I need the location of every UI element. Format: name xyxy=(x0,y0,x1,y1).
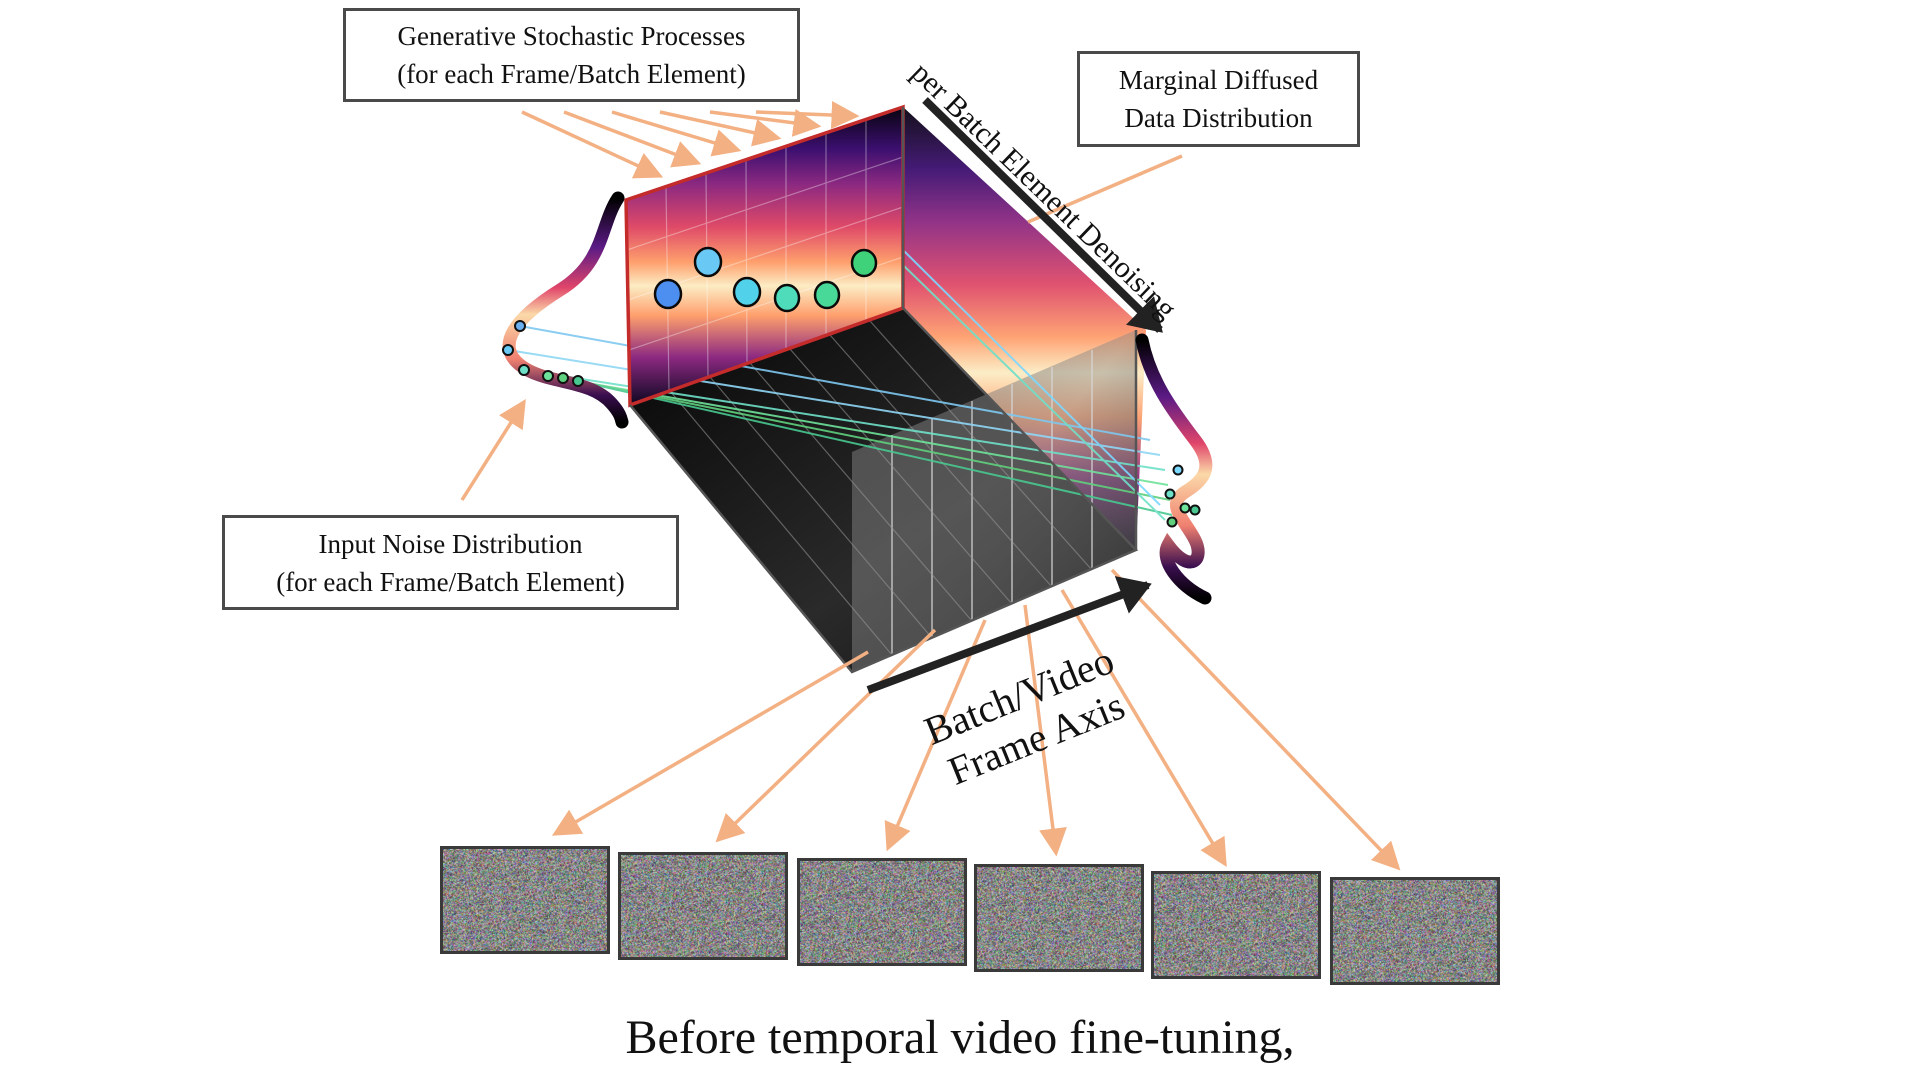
marginal-label-line1: Marginal Diffused xyxy=(1119,61,1318,99)
input-noise-label: Input Noise Distribution (for each Frame… xyxy=(222,515,679,610)
input-noise-label-line1: Input Noise Distribution xyxy=(319,525,583,563)
generative-label-line2: (for each Frame/Batch Element) xyxy=(397,55,746,93)
marginal-distribution-label: Marginal Diffused Data Distribution xyxy=(1077,51,1360,147)
point-4 xyxy=(775,285,799,311)
noise-frame-5 xyxy=(1151,871,1321,979)
noise-frame-2 xyxy=(618,852,788,960)
input-noise-label-line2: (for each Frame/Batch Element) xyxy=(276,563,625,601)
marginal-label-line2: Data Distribution xyxy=(1124,99,1312,137)
point-2 xyxy=(695,248,721,276)
point-5 xyxy=(815,282,839,308)
point-1 xyxy=(655,280,681,308)
noise-frame-4 xyxy=(974,864,1144,972)
input-noise-curve xyxy=(509,198,622,422)
noise-frame-1 xyxy=(440,846,610,954)
point-6 xyxy=(852,250,876,276)
point-3 xyxy=(734,278,760,306)
noise-frame-6 xyxy=(1330,877,1500,985)
noise-frame-3 xyxy=(797,858,967,966)
input-noise-arrow xyxy=(462,402,524,500)
generative-processes-label: Generative Stochastic Processes (for eac… xyxy=(343,8,800,102)
generative-label-line1: Generative Stochastic Processes xyxy=(398,17,746,55)
caption: Before temporal video fine-tuning, xyxy=(0,1010,1920,1065)
